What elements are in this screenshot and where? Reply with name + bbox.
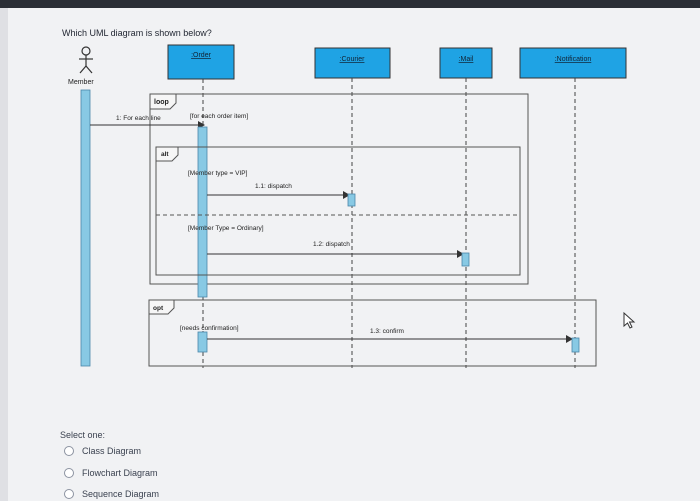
radio-sequence-diagram[interactable] — [64, 489, 74, 499]
alt-guard-vip: [Member type = VIP] — [188, 170, 248, 177]
lifeline-label-mail: :Mail — [459, 56, 474, 63]
loop-label: loop — [154, 99, 169, 106]
radio-class-diagram[interactable] — [64, 446, 74, 456]
message-1-label: 1: For each line — [116, 115, 161, 122]
lifeline-head-mail — [439, 47, 493, 79]
message-1-1-label: 1.1: dispatch — [255, 183, 292, 190]
actor-label: Member — [68, 79, 94, 86]
opt-frame — [148, 299, 597, 367]
top-bar — [0, 0, 700, 8]
alt-tag — [155, 146, 179, 162]
order-activation-bar — [197, 126, 208, 298]
alt-frame — [155, 146, 521, 276]
lifeline-label-notification: :Notification — [555, 56, 592, 63]
opt-guard: [needs confirmation] — [180, 325, 239, 332]
option-label: Class Diagram — [82, 446, 142, 456]
select-one-label: Select one: — [60, 430, 106, 440]
alt-label: alt — [161, 151, 169, 158]
actor-activation-bar — [80, 89, 91, 367]
option-label: Flowchart Diagram — [82, 468, 158, 478]
opt-label: opt — [153, 305, 164, 312]
alt-guard-ordinary: [Member Type = Ordinary] — [188, 225, 264, 232]
option-sequence-diagram[interactable]: Sequence Diagram — [64, 489, 159, 499]
question-text: Which UML diagram is shown below? — [62, 28, 212, 38]
message-1-2-arrowhead — [457, 250, 464, 258]
lifeline-head-order — [167, 44, 235, 80]
lifeline-head-notification — [519, 47, 627, 79]
option-flowchart-diagram[interactable]: Flowchart Diagram — [64, 468, 158, 478]
message-1-1-arrowhead — [343, 191, 350, 199]
message-1-2-label: 1.2: dispatch — [313, 241, 350, 248]
sequence-diagram: Member :Order :Courier :Mail :Notificati… — [68, 44, 636, 368]
message-1-3-arrowhead — [566, 335, 573, 343]
loop-guard: [for each order item] — [190, 113, 248, 120]
radio-flowchart-diagram[interactable] — [64, 468, 74, 478]
lifeline-label-order: :Order — [191, 52, 212, 59]
lifeline-label-courier: :Courier — [340, 56, 366, 63]
message-1-3-label: 1.3: confirm — [370, 328, 404, 335]
opt-tag — [148, 299, 175, 315]
loop-frame — [149, 93, 529, 285]
mouse-pointer-icon — [623, 311, 636, 329]
actor-member — [79, 46, 93, 74]
order-activation-opt — [197, 331, 208, 353]
option-label: Sequence Diagram — [82, 489, 160, 499]
notification-activation — [571, 337, 580, 353]
loop-tag — [149, 93, 177, 110]
mail-activation — [461, 252, 470, 267]
lifeline-head-courier — [314, 47, 391, 79]
courier-activation-vip — [347, 193, 356, 207]
option-class-diagram[interactable]: Class Diagram — [64, 446, 141, 456]
